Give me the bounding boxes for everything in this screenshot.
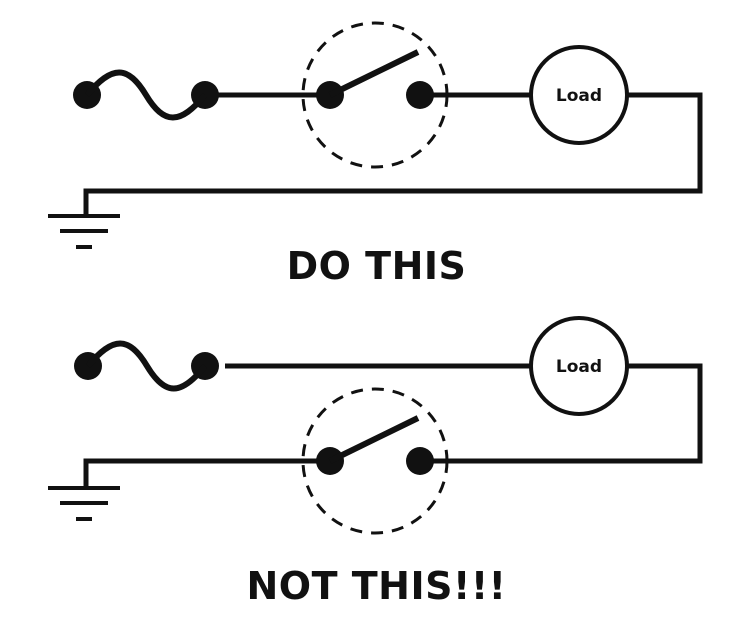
ground-icon (48, 486, 120, 521)
switch-icon (301, 387, 449, 535)
switch-to-ground-wire (83, 458, 330, 488)
caption-not-this: NOT THIS!!! (246, 564, 507, 608)
caption-do-this: DO THIS (286, 244, 467, 288)
load-icon: Load (529, 45, 629, 145)
load-icon: Load (529, 316, 629, 416)
incorrect-wiring-diagram: Load (48, 316, 703, 535)
load-label: Load (556, 86, 602, 106)
ground-icon (48, 214, 120, 249)
correct-wiring-diagram: Load (48, 21, 703, 249)
ac-source-icon (73, 69, 219, 121)
return-wire (83, 92, 703, 216)
load-to-switch-wire (420, 363, 703, 464)
ac-source-icon (74, 340, 219, 392)
load-label: Load (556, 357, 602, 377)
switch-icon (301, 21, 449, 169)
